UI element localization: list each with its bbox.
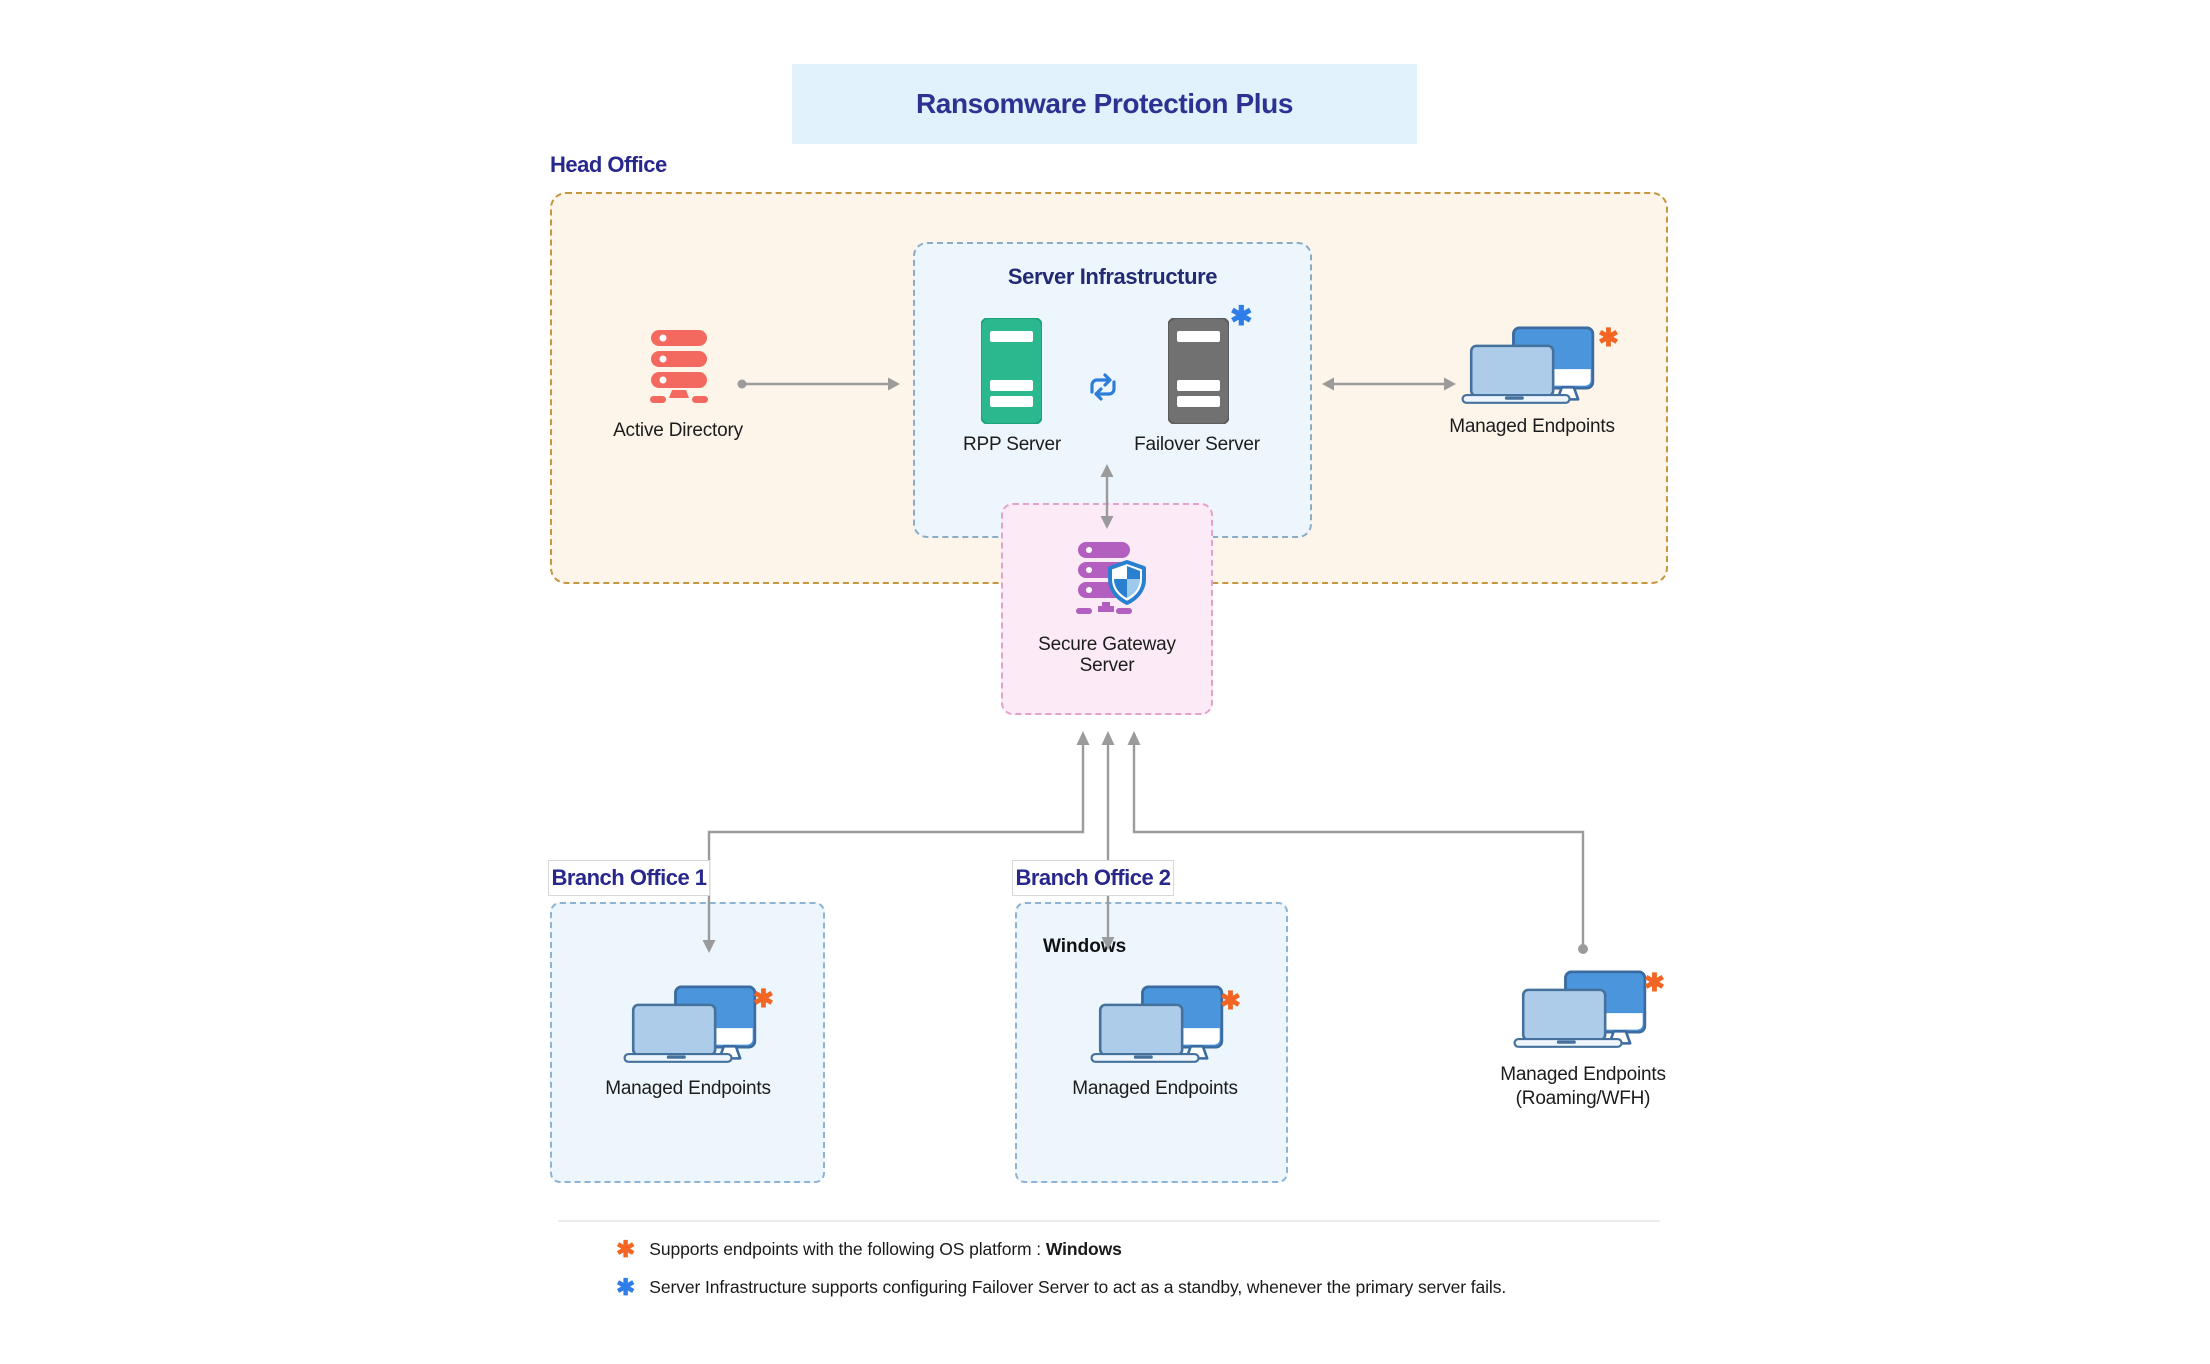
active-directory-icon xyxy=(650,330,708,403)
roaming-label-line2: (Roaming/WFH) xyxy=(1515,1088,1651,1109)
managed-endpoints-icon xyxy=(1461,326,1595,404)
secure-gateway-label-line2: Server xyxy=(1079,655,1135,676)
orange-asterisk-icon: ✱ xyxy=(616,1236,636,1262)
branch-office-1-tag: Branch Office 1 xyxy=(548,860,710,896)
roaming-label-line1: Managed Endpoints xyxy=(1500,1064,1666,1085)
footnote-os-platform: ✱ Supports endpoints with the following … xyxy=(616,1238,1122,1261)
footnote-bold-text: Windows xyxy=(1045,1239,1122,1259)
branch-office-2-label: Branch Office 2 xyxy=(1015,865,1171,890)
sync-arrows-icon xyxy=(1090,373,1116,401)
rpp-server-label: RPP Server xyxy=(963,434,1061,455)
head-office-label: Head Office xyxy=(550,152,667,177)
endpoints-note-asterisk: ✱ xyxy=(1220,987,1241,1015)
secure-gateway-label: Secure Gateway Server xyxy=(1001,634,1213,676)
secure-gateway-icon xyxy=(1076,542,1146,614)
secure-gateway-label-line1: Secure Gateway xyxy=(1038,634,1176,655)
managed-endpoints-icon xyxy=(623,985,757,1063)
server-infrastructure-title: Server Infrastructure xyxy=(1007,264,1218,289)
footnote-divider xyxy=(558,1220,1660,1222)
failover-note-asterisk: ✱ xyxy=(1230,301,1253,331)
footnote-text: Server Infrastructure supports configuri… xyxy=(649,1277,1507,1297)
endpoints-note-asterisk: ✱ xyxy=(1644,969,1665,997)
managed-endpoints-roaming-icon xyxy=(1513,970,1647,1048)
title-banner: Ransomware Protection Plus xyxy=(792,64,1417,144)
active-directory-label: Active Directory xyxy=(613,420,743,441)
blue-asterisk-icon: ✱ xyxy=(616,1274,636,1300)
rpp-server-icon xyxy=(981,318,1042,424)
endpoints-note-asterisk: ✱ xyxy=(1598,324,1619,352)
managed-endpoints-label: Managed Endpoints xyxy=(605,1078,771,1099)
failover-server-icon xyxy=(1168,318,1229,424)
endpoints-note-asterisk: ✱ xyxy=(753,985,774,1013)
managed-endpoints-label: Managed Endpoints xyxy=(1449,416,1615,437)
page-title: Ransomware Protection Plus xyxy=(915,88,1294,119)
footnote-failover: ✱ Server Infrastructure supports configu… xyxy=(616,1276,1506,1299)
footnote-text: Supports endpoints with the following OS… xyxy=(649,1239,1122,1259)
shield-icon xyxy=(1108,560,1146,605)
managed-endpoints-roaming-label: Managed Endpoints (Roaming/WFH) xyxy=(1483,1063,1683,1111)
managed-endpoints-label: Managed Endpoints xyxy=(1072,1078,1238,1099)
managed-endpoints-icon xyxy=(1090,985,1224,1063)
platform-label: Windows xyxy=(1043,936,1127,957)
branch-office-2-tag: Branch Office 2 xyxy=(1012,860,1174,896)
failover-server-label: Failover Server xyxy=(1134,434,1260,455)
branch-office-1-label: Branch Office 1 xyxy=(551,865,707,890)
